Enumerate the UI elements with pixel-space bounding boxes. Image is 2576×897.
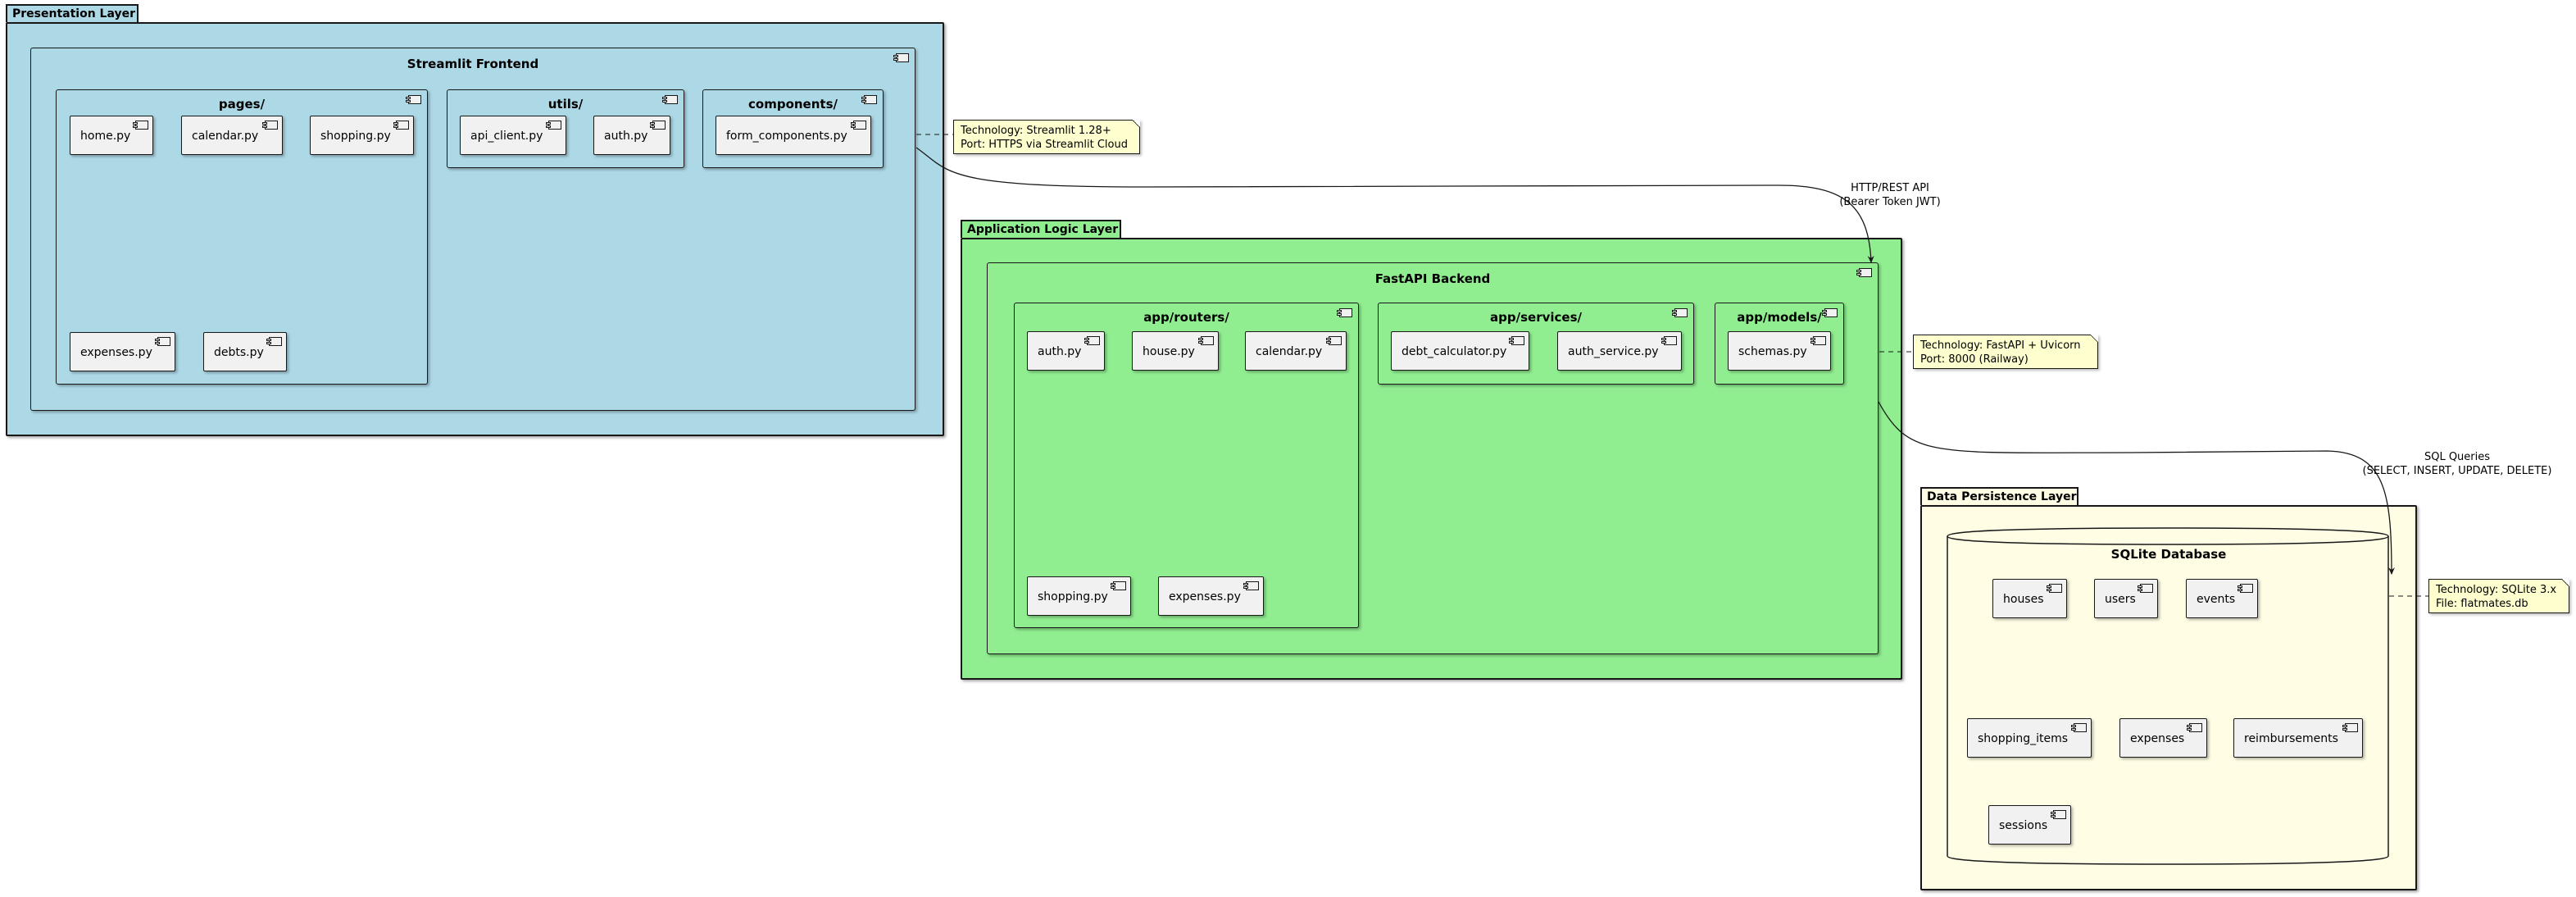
component-debts-py: debts.py bbox=[203, 332, 287, 371]
component-icon bbox=[266, 337, 282, 346]
component-router-auth-py: auth.py bbox=[1027, 331, 1105, 371]
component-home-py: home.py bbox=[70, 116, 153, 155]
table-expenses: expenses bbox=[2119, 718, 2207, 758]
component-schemas-py: schemas.py bbox=[1728, 331, 1831, 371]
component-icon bbox=[1337, 308, 1352, 317]
table-sessions: sessions bbox=[1988, 805, 2071, 845]
table-shopping-items: shopping_items bbox=[1967, 718, 2092, 758]
backend-technology-note: Technology: FastAPI + Uvicorn Port: 8000… bbox=[1913, 335, 2098, 369]
database-title: SQLite Database bbox=[2110, 547, 2227, 562]
utils-folder-title: utils/ bbox=[547, 97, 584, 112]
component-icon bbox=[262, 121, 278, 130]
application-layer-tab: Application Logic Layer bbox=[961, 220, 1121, 238]
presentation-layer-tab: Presentation Layer bbox=[6, 4, 139, 22]
component-calendar-py: calendar.py bbox=[181, 116, 283, 155]
component-icon bbox=[1672, 308, 1688, 317]
component-api-client-py: api_client.py bbox=[460, 116, 566, 155]
component-icon bbox=[1111, 581, 1126, 590]
component-icon bbox=[893, 53, 909, 62]
frontend-technology-note: Technology: Streamlit 1.28+ Port: HTTPS … bbox=[953, 120, 1140, 154]
component-icon bbox=[1084, 336, 1100, 345]
database-technology-note: Technology: SQLite 3.x File: flatmates.d… bbox=[2428, 579, 2569, 613]
component-icon bbox=[2138, 584, 2153, 593]
sql-queries-arrow bbox=[1878, 401, 2395, 575]
table-houses: houses bbox=[1992, 579, 2067, 618]
services-folder-title: app/services/ bbox=[1490, 310, 1582, 325]
component-icon bbox=[1810, 336, 1826, 345]
component-icon bbox=[2047, 584, 2062, 593]
component-shopping-py: shopping.py bbox=[310, 116, 414, 155]
component-icon bbox=[133, 121, 148, 130]
component-icon bbox=[2187, 723, 2202, 732]
components-folder-title: components/ bbox=[748, 97, 838, 112]
component-icon bbox=[546, 121, 561, 130]
routers-folder-title: app/routers/ bbox=[1143, 310, 1229, 325]
component-auth-py: auth.py bbox=[593, 116, 670, 155]
component-icon bbox=[393, 121, 409, 130]
table-events: events bbox=[2186, 579, 2258, 618]
table-users: users bbox=[2094, 579, 2158, 618]
component-icon bbox=[1198, 336, 1214, 345]
component-router-expenses-py: expenses.py bbox=[1158, 576, 1264, 616]
component-icon bbox=[2071, 723, 2087, 732]
component-icon bbox=[1661, 336, 1677, 345]
component-icon bbox=[662, 95, 678, 104]
component-debt-calculator-py: debt_calculator.py bbox=[1391, 331, 1529, 371]
sql-queries-label: SQL Queries (SELECT, INSERT, UPDATE, DEL… bbox=[2362, 451, 2552, 477]
component-icon bbox=[851, 121, 866, 130]
streamlit-frontend-title: Streamlit Frontend bbox=[407, 57, 539, 71]
component-icon bbox=[2238, 584, 2253, 593]
component-icon bbox=[406, 95, 421, 104]
http-rest-api-arrow bbox=[915, 147, 1874, 263]
component-router-house-py: house.py bbox=[1132, 331, 1219, 371]
component-icon bbox=[2051, 810, 2066, 819]
component-auth-service-py: auth_service.py bbox=[1557, 331, 1682, 371]
component-icon bbox=[2342, 723, 2358, 732]
models-folder-title: app/models/ bbox=[1737, 310, 1822, 325]
component-icon bbox=[650, 121, 666, 130]
component-icon bbox=[1326, 336, 1342, 345]
pages-folder-title: pages/ bbox=[218, 97, 266, 112]
component-icon bbox=[861, 95, 877, 104]
component-expenses-py: expenses.py bbox=[70, 332, 175, 371]
fastapi-backend-title: FastAPI Backend bbox=[1374, 271, 1491, 286]
data-layer-tab: Data Persistence Layer bbox=[1920, 487, 2079, 505]
component-icon bbox=[1822, 308, 1838, 317]
component-router-shopping-py: shopping.py bbox=[1027, 576, 1131, 616]
component-icon bbox=[155, 337, 170, 346]
table-reimbursements: reimbursements bbox=[2233, 718, 2363, 758]
component-router-calendar-py: calendar.py bbox=[1245, 331, 1347, 371]
component-icon bbox=[1856, 268, 1872, 277]
http-rest-api-label: HTTP/REST API (Bearer Token JWT) bbox=[1839, 182, 1941, 208]
component-icon bbox=[1243, 581, 1259, 590]
component-icon bbox=[1509, 336, 1524, 345]
component-form-components-py: form_components.py bbox=[716, 116, 871, 155]
